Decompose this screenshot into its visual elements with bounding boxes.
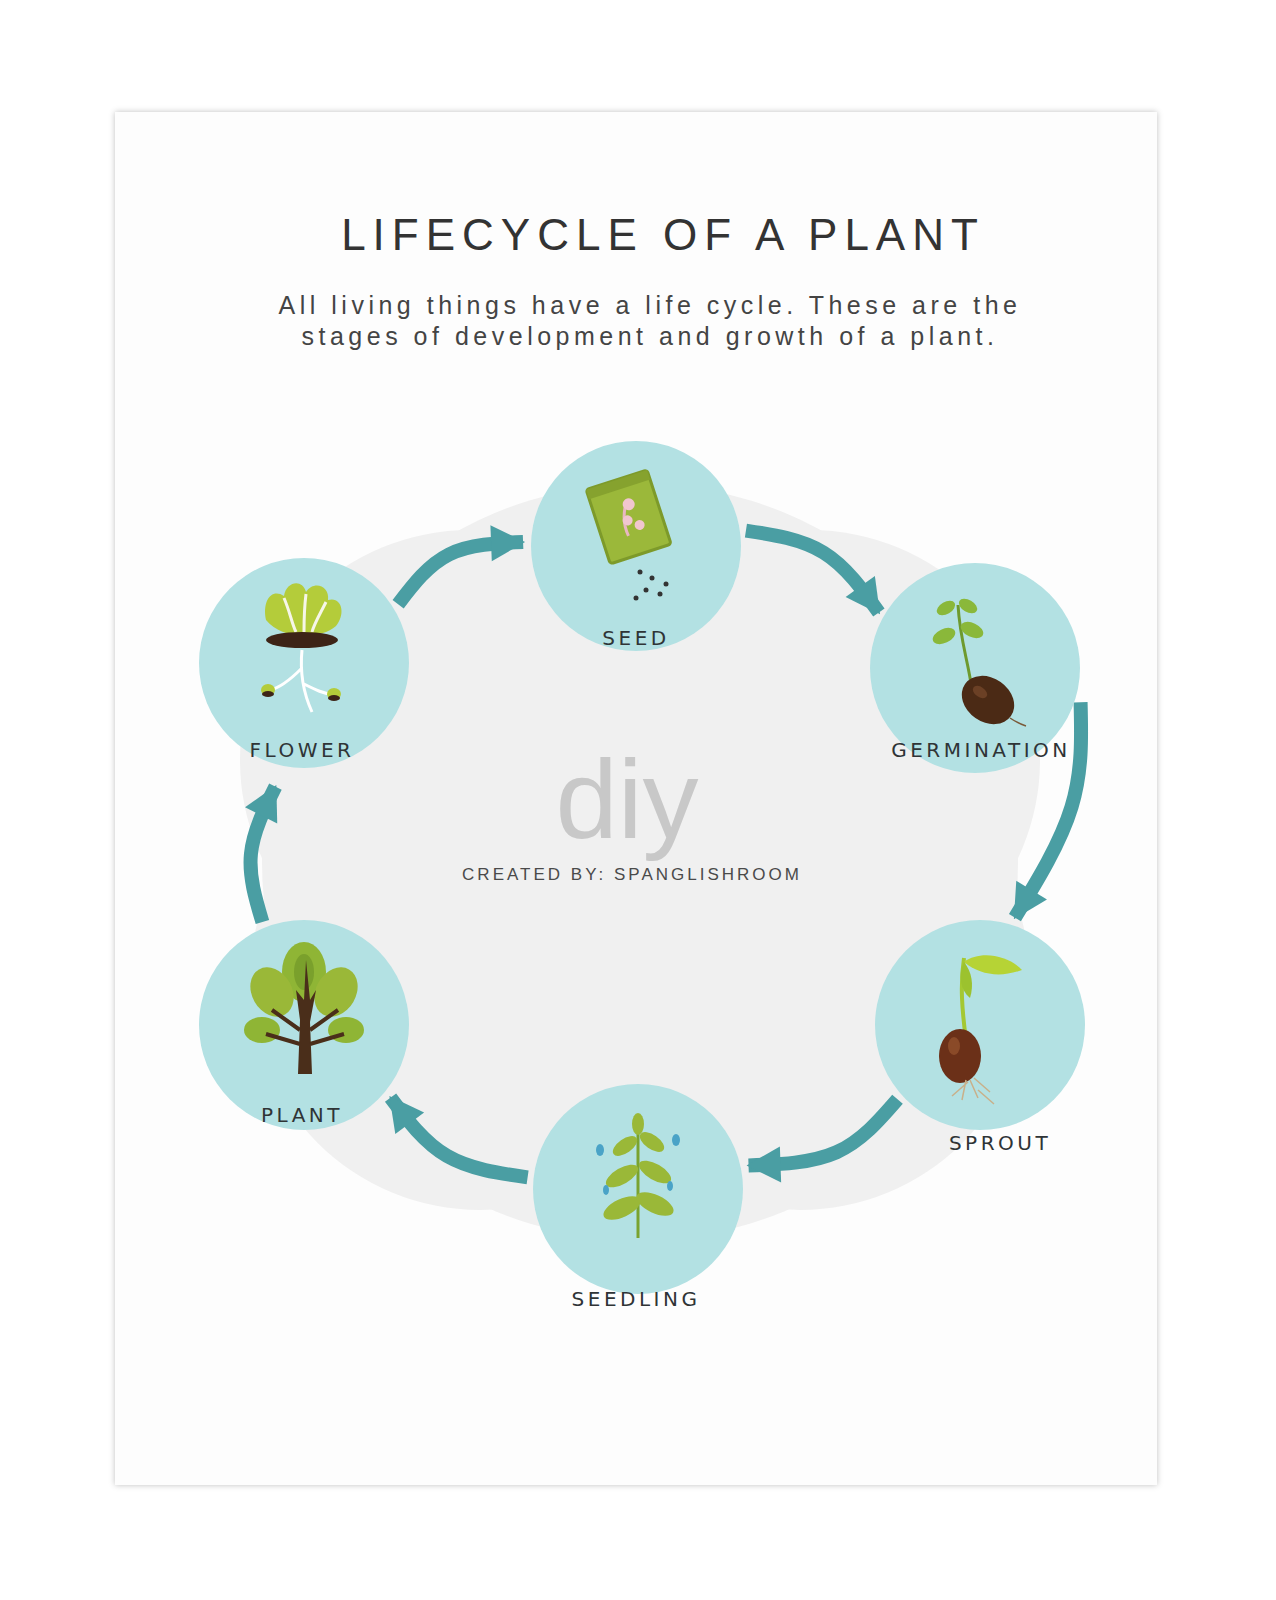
icon-part bbox=[958, 605, 972, 690]
stage-label: FLOWER bbox=[250, 738, 355, 762]
circle-fill bbox=[199, 920, 409, 1130]
icon-part bbox=[294, 954, 314, 990]
circle-fill bbox=[870, 563, 1080, 773]
icon-part bbox=[242, 959, 303, 1024]
icon-part bbox=[596, 1144, 604, 1156]
icon-part bbox=[266, 632, 338, 648]
icon-part bbox=[672, 1134, 680, 1146]
seedling-icon bbox=[596, 1113, 680, 1238]
icon-part bbox=[638, 570, 643, 575]
cycle-arrow bbox=[391, 1098, 528, 1178]
icon-part bbox=[296, 960, 316, 1074]
germinating-seed-icon bbox=[930, 596, 1026, 734]
tree-icon bbox=[242, 942, 367, 1074]
icon-part bbox=[948, 1037, 960, 1055]
icon-part bbox=[327, 688, 341, 700]
icon-part bbox=[934, 598, 957, 618]
icon-part bbox=[1010, 718, 1026, 726]
icon-part bbox=[265, 583, 341, 636]
icon-part bbox=[939, 1029, 981, 1083]
icon-part bbox=[270, 650, 332, 712]
icon-part bbox=[637, 1130, 640, 1238]
icon-part bbox=[621, 514, 634, 527]
icon-part bbox=[958, 619, 986, 642]
icon-part bbox=[971, 683, 990, 700]
cycle-arrow bbox=[749, 1099, 898, 1165]
title-text: LIFECYCLE OF A PLANT bbox=[341, 210, 985, 260]
seed-packet-icon bbox=[586, 470, 671, 601]
icon-part bbox=[650, 576, 655, 581]
icon-part bbox=[621, 497, 636, 512]
circle-outline bbox=[875, 920, 1085, 1130]
cycle-arrow bbox=[251, 787, 276, 922]
subtitle-text: All living things have a life cycle. The… bbox=[270, 290, 1030, 352]
icon-part bbox=[633, 519, 646, 532]
circle-fill bbox=[875, 920, 1085, 1130]
flower-icon bbox=[261, 583, 342, 712]
icon-part bbox=[266, 1010, 344, 1044]
icon-part bbox=[284, 594, 326, 632]
icon-part bbox=[658, 592, 663, 597]
icon-part bbox=[328, 695, 340, 701]
stage-circle: SPROUT bbox=[875, 920, 1085, 1130]
stage-label: SEED bbox=[602, 626, 669, 650]
icon-part bbox=[610, 1132, 641, 1160]
icon-part bbox=[644, 588, 649, 593]
watermark: diy bbox=[555, 744, 698, 856]
icon-part bbox=[586, 470, 650, 499]
icon-part bbox=[930, 625, 958, 648]
icon-part bbox=[964, 955, 1022, 974]
icon-part bbox=[244, 1017, 280, 1043]
icon-part bbox=[952, 666, 1023, 734]
sprout-icon bbox=[939, 955, 1022, 1104]
icon-part bbox=[664, 582, 669, 587]
stage-label: SPROUT bbox=[949, 1131, 1051, 1155]
icon-part bbox=[586, 470, 671, 564]
icon-part bbox=[634, 596, 639, 601]
credit-note: CREATED BY: SPANGLISHROOM bbox=[462, 865, 802, 885]
stage-label: GERMINATION bbox=[891, 738, 1071, 762]
stage-label: SEEDLING bbox=[572, 1287, 701, 1311]
icon-part bbox=[586, 470, 671, 564]
circle-fill bbox=[531, 441, 741, 651]
icon-part bbox=[603, 1185, 609, 1195]
icon-part bbox=[956, 596, 979, 616]
icon-part bbox=[961, 962, 972, 998]
icon-part bbox=[261, 684, 275, 696]
icon-part bbox=[632, 1113, 644, 1135]
icon-part bbox=[667, 1181, 673, 1191]
cycle-arrow bbox=[746, 531, 879, 613]
stage-circle: GERMINATION bbox=[870, 563, 1080, 773]
circle-fill bbox=[199, 558, 409, 768]
icon-part bbox=[306, 959, 367, 1024]
stage-label: PLANT bbox=[261, 1103, 343, 1127]
icon-part bbox=[262, 691, 274, 697]
cycle-arrow bbox=[398, 542, 523, 604]
icon-part bbox=[633, 1187, 677, 1220]
icon-part bbox=[952, 1078, 994, 1104]
circle-fill bbox=[533, 1084, 743, 1294]
